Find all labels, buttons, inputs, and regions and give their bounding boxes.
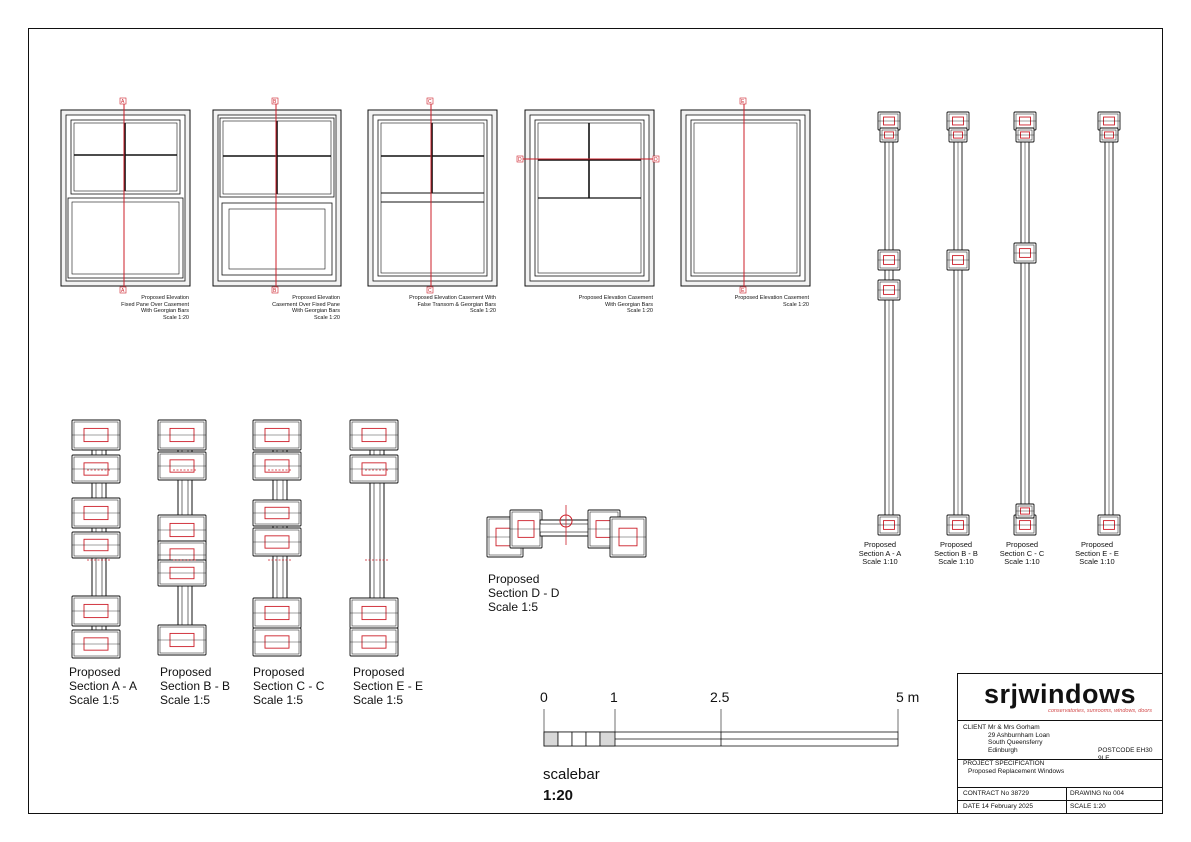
brand-tagline: conservatories, sunrooms, windows, doors	[1048, 708, 1152, 714]
window-elevation-c	[367, 109, 498, 287]
client-address-2: South Queensferry	[988, 739, 1043, 747]
section-1to10-profile-3	[1013, 111, 1037, 536]
client-address-3: Edinburgh	[988, 746, 1018, 754]
section-marker-b: B	[273, 99, 277, 105]
contract-number: CONTRACT No 38729	[963, 790, 1029, 797]
window-elevation-a	[60, 109, 191, 287]
section-1to10-profile-1	[877, 111, 901, 536]
project-label: PROJECT SPECIFICATION	[963, 760, 1045, 767]
brand-logo: srjwindows conservatories, sunrooms, win…	[958, 674, 1162, 721]
section-marker-a: A	[121, 99, 125, 105]
scalebar-tick-1: 1	[610, 689, 618, 705]
scalebar-tick-5: 5 m	[896, 689, 920, 705]
section-1to5-profile-4	[349, 419, 399, 657]
section-1to5-profile-1	[71, 419, 121, 659]
section-d-d-profile	[486, 505, 647, 558]
scalebar-tick-0: 0	[540, 689, 548, 705]
section-marker-c: C	[428, 288, 432, 294]
section-cut-lines	[123, 101, 745, 292]
window-elevation-b	[212, 109, 342, 287]
project-description: Proposed Replacement Windows	[968, 767, 1065, 775]
drawing-number: DRAWING No 004	[1070, 790, 1124, 797]
client-address-1: 29 Ashburnham Loan	[988, 731, 1050, 739]
brand-name: srjwindows	[983, 679, 1137, 709]
section-marker-a: A	[121, 288, 125, 294]
title-block: srjwindows conservatories, sunrooms, win…	[957, 673, 1163, 814]
scalebar-scale: 1:20	[543, 787, 574, 804]
section-1to10-profile-2	[946, 111, 970, 536]
section-marker-b: B	[273, 288, 277, 294]
drawing-border	[28, 28, 1163, 814]
section-1to5-profile-2	[157, 419, 207, 656]
scalebar-label: scalebar	[543, 766, 600, 783]
section-marker-c: C	[428, 99, 432, 105]
section-1to10-profile-4	[1097, 111, 1121, 536]
section-marker-d: D	[518, 157, 522, 163]
section-marker-e: E	[741, 288, 745, 294]
section-1to5-profile-3	[252, 419, 302, 657]
window-elevation-e	[680, 109, 811, 287]
client-postcode: POSTCODE EH30 9LE	[1098, 747, 1153, 762]
section-marker-e: E	[741, 99, 745, 105]
client-name: Mr & Mrs Gorham	[988, 724, 1040, 731]
scalebar-tick-2-5: 2.5	[710, 689, 730, 705]
drawing-scale: SCALE 1:20	[1070, 803, 1106, 810]
drawing-date: DATE 14 February 2025	[963, 803, 1033, 810]
section-marker-d: D	[654, 157, 658, 163]
project-block: PROJECT SPECIFICATION Proposed Replaceme…	[958, 760, 1162, 775]
window-elevation-d	[524, 109, 655, 287]
client-label: CLIENT	[963, 724, 987, 731]
